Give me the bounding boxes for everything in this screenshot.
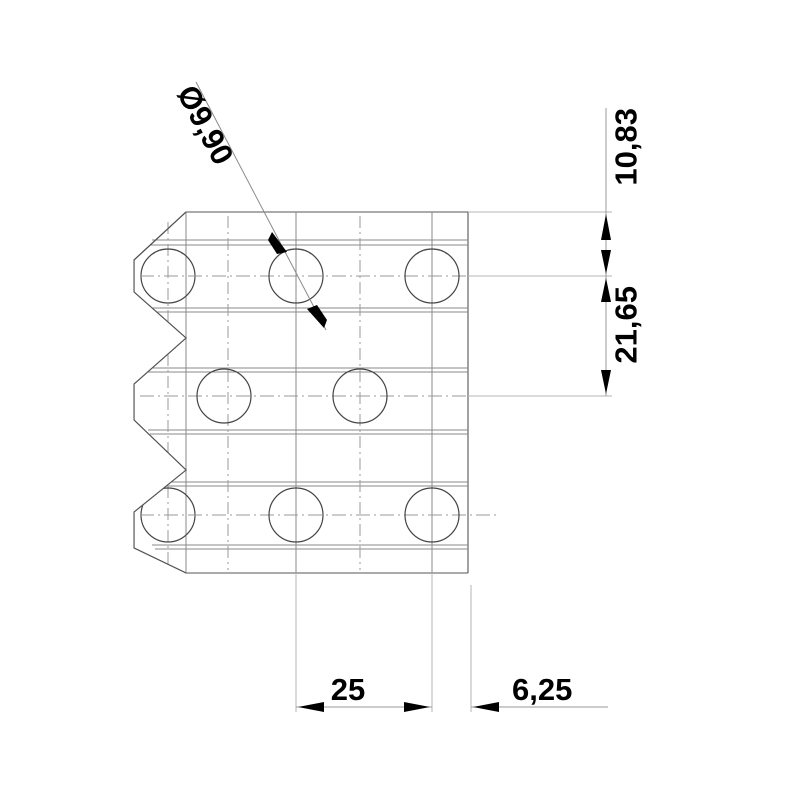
- hole: [404, 487, 460, 543]
- horizontal-dimensions-group: 25 6,25: [295, 573, 608, 712]
- hole: [196, 368, 252, 424]
- dim-arrow-right: [473, 702, 499, 712]
- grid-lines-group: [185, 212, 433, 573]
- vertical-centerlines-group: [167, 216, 361, 570]
- diameter-callout: Ø9,90: [170, 79, 327, 331]
- left-break-mask: [0, 200, 186, 600]
- dimension-text-10-83: 10,83: [608, 108, 643, 186]
- hole-row-middle: [196, 368, 388, 424]
- diameter-dimension-text: Ø9,90: [170, 79, 241, 170]
- hole: [404, 248, 460, 304]
- hole: [268, 248, 324, 304]
- hole: [332, 368, 388, 424]
- part-body: [0, 200, 610, 600]
- dimension-text-25: 25: [331, 672, 365, 707]
- diameter-arrow-lower: [307, 305, 327, 328]
- dim-arrow-right: [298, 702, 324, 712]
- dim-arrow-up: [601, 370, 611, 394]
- diameter-arrow-upper: [268, 232, 287, 254]
- dimension-text-6-25: 6,25: [512, 672, 572, 707]
- vertical-dimensions-group: 10,83 21,65: [468, 108, 643, 397]
- dimension-text-21-65: 21,65: [608, 286, 643, 364]
- dim-arrow-down: [601, 214, 611, 240]
- dim-arrow-up: [601, 250, 611, 274]
- rail-lines-group: [148, 239, 468, 550]
- part-left-zigzag-profile-top: [133, 211, 187, 574]
- dim-arrow-left: [404, 702, 430, 712]
- diameter-leader-line: [195, 81, 327, 331]
- hole: [268, 487, 324, 543]
- dim-arrow-down: [601, 278, 611, 302]
